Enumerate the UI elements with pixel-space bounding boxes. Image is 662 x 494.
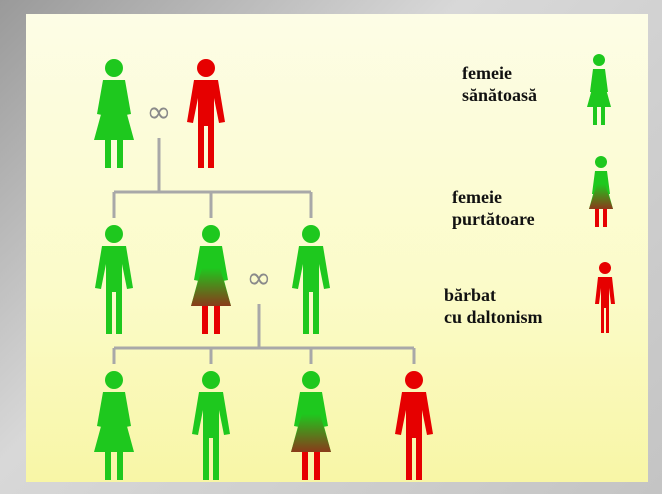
healthy-woman-icon: [587, 54, 611, 125]
healthy-man-figure-icon: [292, 225, 330, 334]
marriage-symbol: ∞: [147, 95, 172, 130]
healthy-man-figure-icon: [192, 371, 230, 480]
colorblind-man-figure-icon: [187, 59, 225, 168]
healthy-man-figure-icon: [95, 225, 133, 334]
legend-label-healthy-woman: femeie sănătoasă: [462, 63, 538, 105]
healthy-woman-figure-icon: [94, 59, 134, 168]
legend-label-colorblind-man: bărbat cu daltonism: [444, 285, 543, 327]
marriage-symbol: ∞: [247, 261, 272, 296]
healthy-woman-figure-icon: [94, 371, 134, 480]
pedigree-chart: ∞∞: [94, 59, 433, 480]
carrier-woman-icon: [589, 156, 613, 227]
pedigree-panel: ∞∞ femeie sănătoasă femeie purtătoare bă…: [26, 14, 648, 482]
carrier-woman-figure-icon: [191, 225, 231, 334]
legend-label-carrier-woman: femeie purtătoare: [452, 187, 535, 229]
colorblind-man-figure-icon: [395, 371, 433, 480]
colorblind-man-icon: [595, 262, 615, 333]
carrier-woman-figure-icon: [291, 371, 331, 480]
